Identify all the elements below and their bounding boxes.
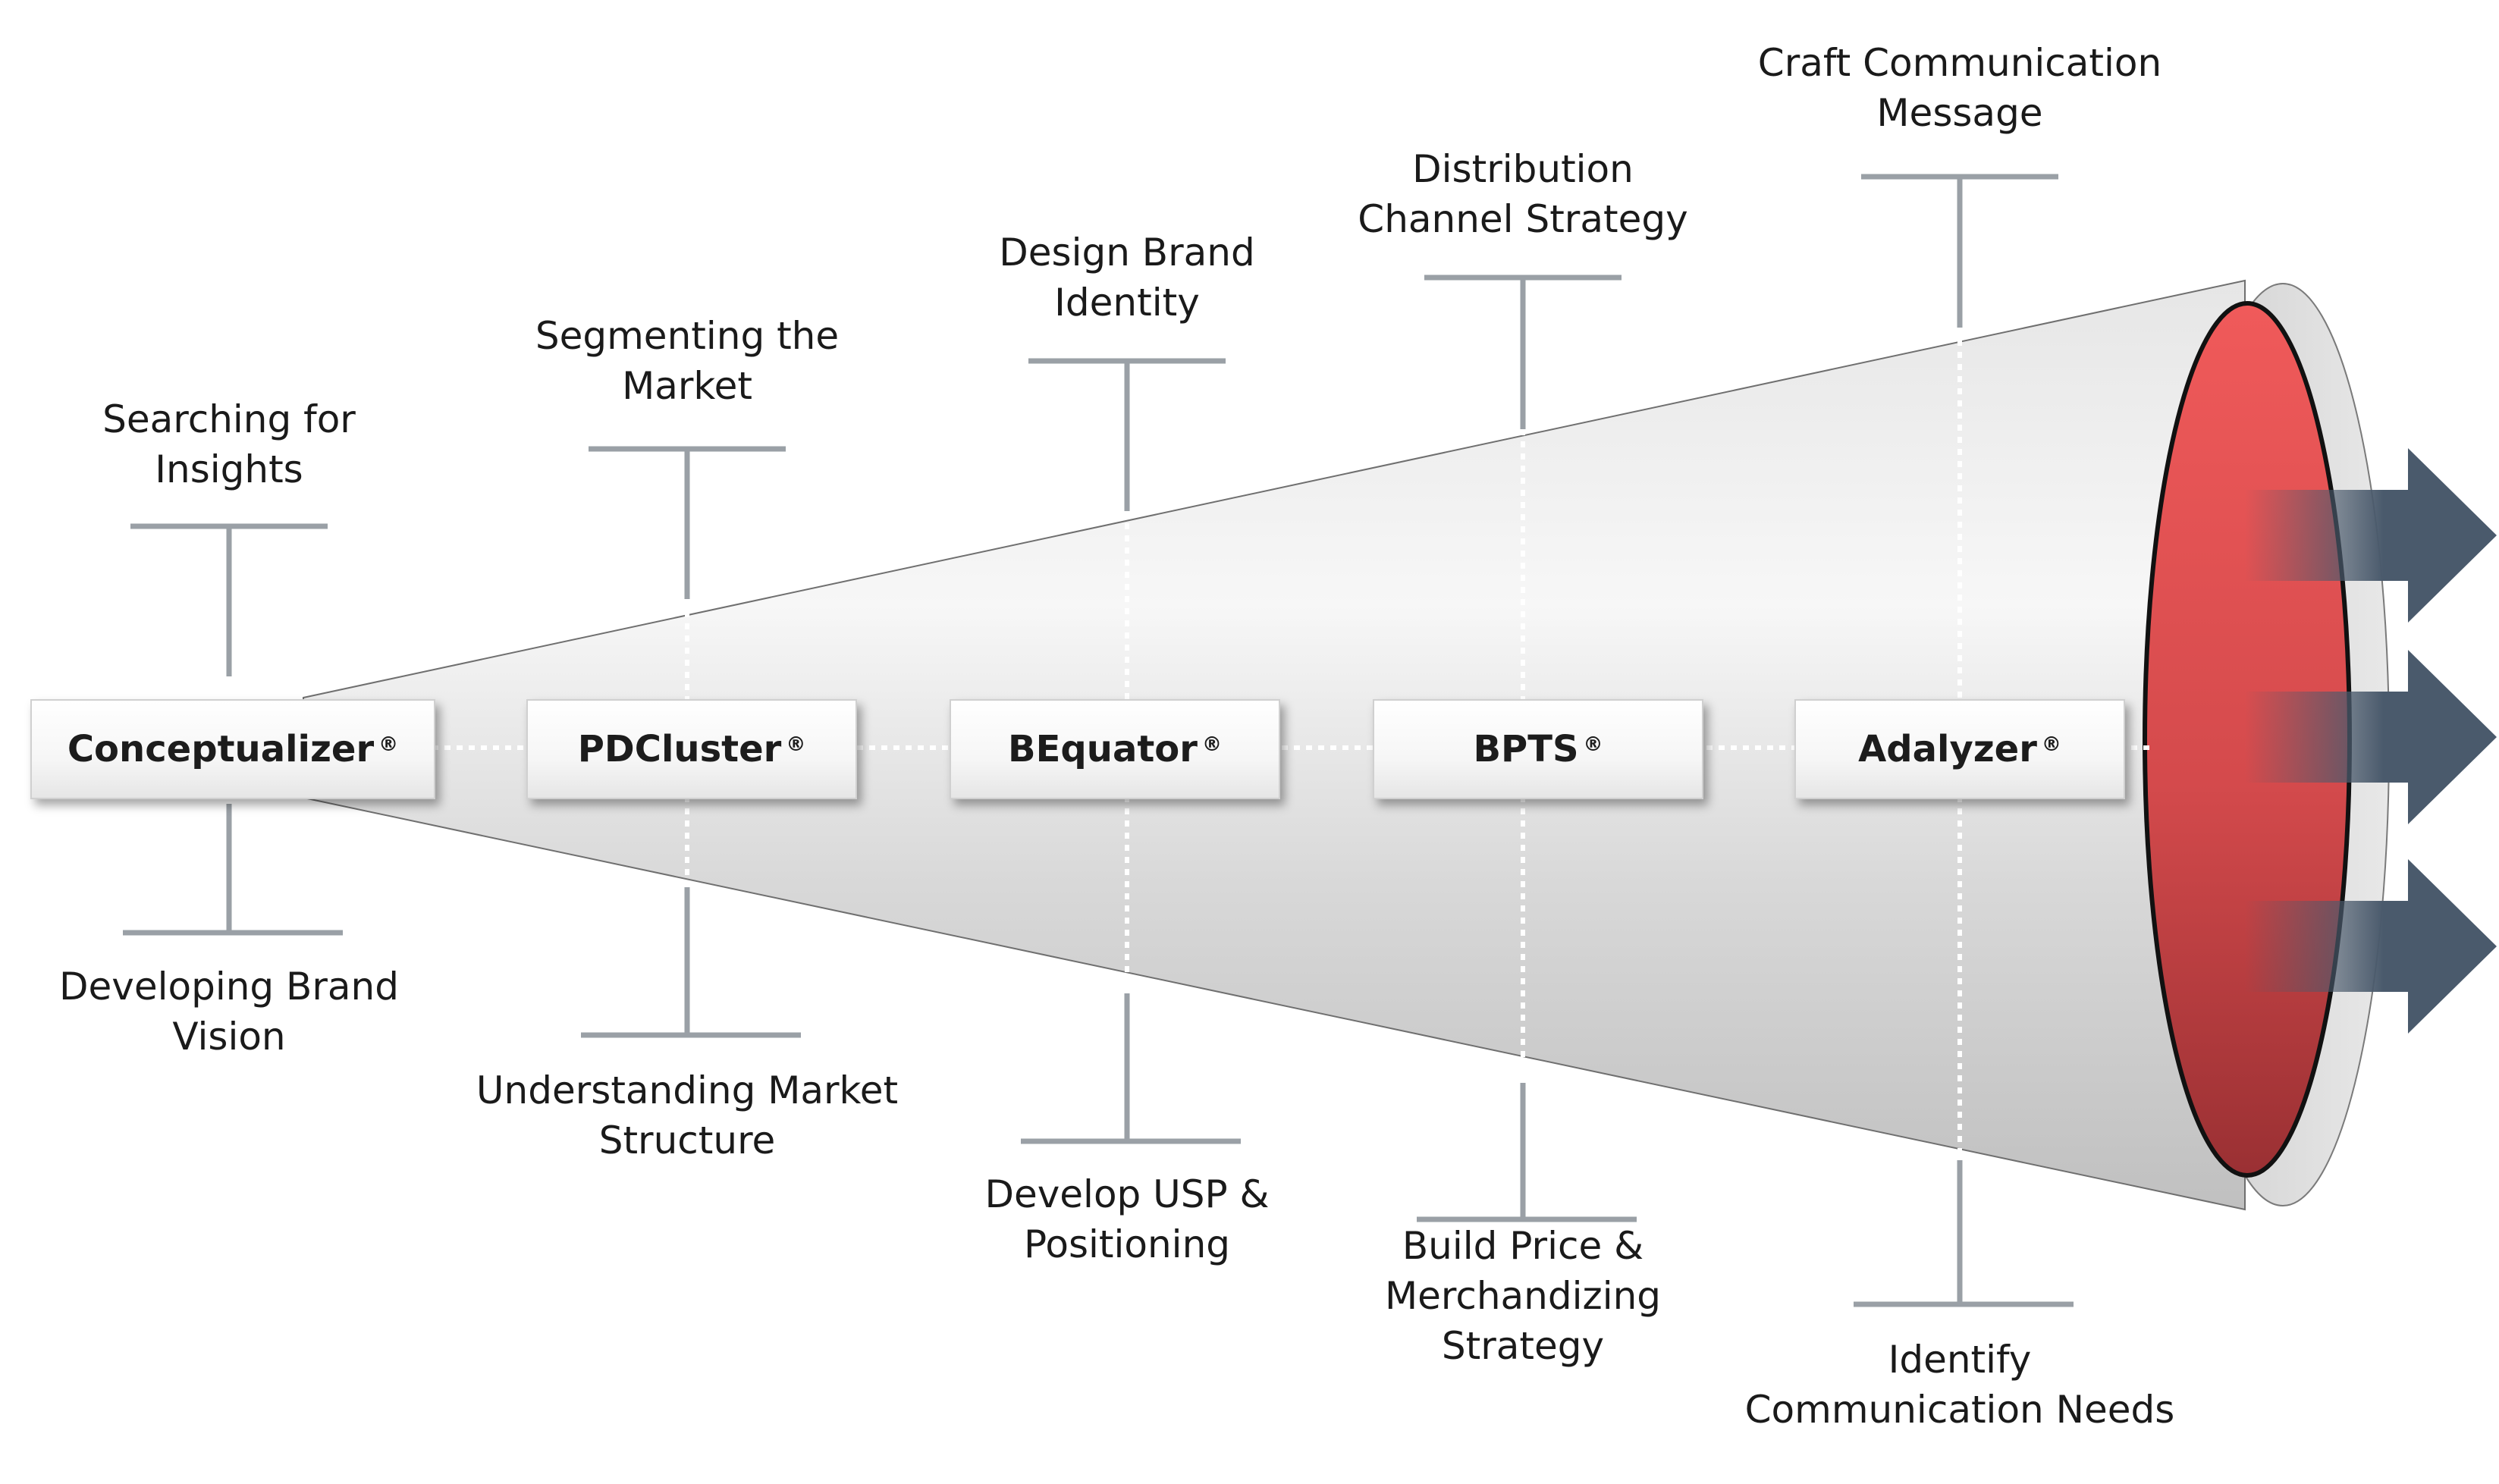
stage-name: Adalyzer bbox=[1858, 728, 2037, 770]
top-label-line: Distribution bbox=[1412, 147, 1634, 191]
top-label-line: Design Brand bbox=[999, 231, 1255, 275]
top-label-line: Market bbox=[622, 364, 752, 408]
registered-mark: ® bbox=[1583, 733, 1603, 756]
bottom-label-line: Strategy bbox=[1441, 1324, 1605, 1368]
top-label-line: Identity bbox=[1054, 281, 1200, 325]
output-arrow-icon bbox=[2245, 650, 2497, 824]
top-label-line: Message bbox=[1876, 91, 2043, 135]
stage-name: BPTS bbox=[1473, 728, 1579, 770]
registered-mark: ® bbox=[2041, 733, 2061, 756]
stage-name: PDCluster bbox=[577, 728, 782, 770]
output-arrow-icon bbox=[2245, 859, 2497, 1034]
bottom-label-line: Developing Brand bbox=[59, 965, 399, 1009]
top-label-line: Segmenting the bbox=[535, 314, 840, 358]
top-label-line: Insights bbox=[155, 447, 303, 491]
stage-box-pdcluster: PDCluster® bbox=[526, 699, 857, 799]
stage-box-bequator: BEquator® bbox=[950, 699, 1280, 799]
bottom-label-line: Understanding Market bbox=[476, 1068, 899, 1112]
bottom-label-line: Identify bbox=[1888, 1338, 2032, 1382]
bottom-label-line: Build Price & bbox=[1402, 1224, 1644, 1268]
bottom-label-line: Positioning bbox=[1024, 1222, 1230, 1266]
stage-box-bpts: BPTS® bbox=[1373, 699, 1703, 799]
stage-name: BEquator bbox=[1008, 728, 1198, 770]
stage-box-adalyzer: Adalyzer® bbox=[1794, 699, 2125, 799]
bottom-label-line: Vision bbox=[172, 1015, 286, 1059]
output-arrow-icon bbox=[2245, 448, 2497, 623]
registered-mark: ® bbox=[786, 733, 806, 756]
top-label-line: Craft Communication bbox=[1757, 41, 2162, 85]
bottom-label-line: Develop USP & bbox=[984, 1172, 1270, 1216]
stage-name: Conceptualizer bbox=[67, 728, 375, 770]
top-label-line: Channel Strategy bbox=[1358, 197, 1688, 241]
bottom-label-line: Structure bbox=[598, 1118, 776, 1162]
stage-box-conceptualizer: Conceptualizer® bbox=[30, 699, 435, 799]
registered-mark: ® bbox=[378, 733, 399, 756]
bottom-label: Develop USP & Positioning bbox=[862, 1169, 1392, 1269]
bottom-label-line: Communication Needs bbox=[1744, 1388, 2175, 1432]
top-label-line: Searching for bbox=[102, 397, 356, 441]
bottom-label-line: Merchandizing bbox=[1384, 1274, 1662, 1318]
output-arrows bbox=[2245, 448, 2497, 1034]
registered-mark: ® bbox=[1201, 733, 1222, 756]
